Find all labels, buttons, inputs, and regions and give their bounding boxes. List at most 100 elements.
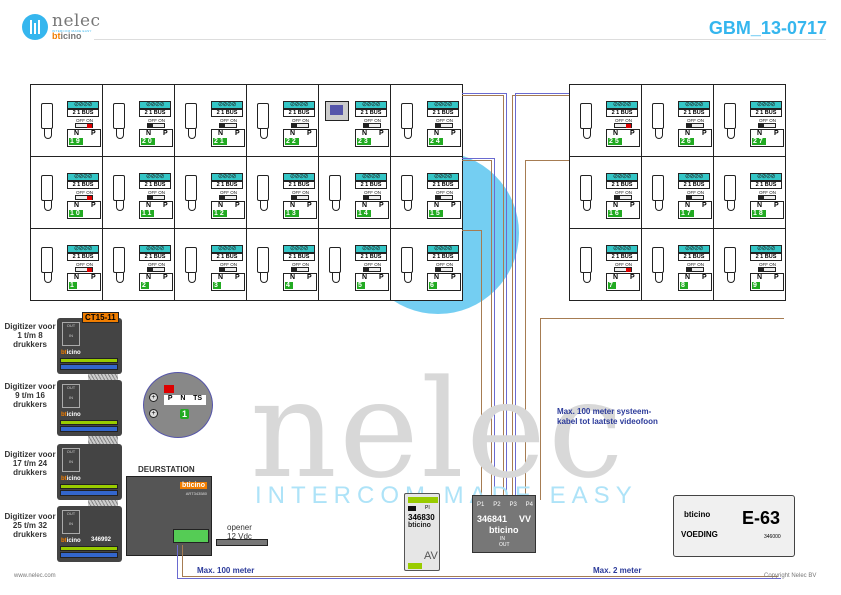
address-number: 22 [285, 138, 299, 145]
termination-switch [363, 267, 381, 272]
ct-tag: CT15-11 [82, 312, 119, 323]
termination-switch [686, 267, 704, 272]
handset-icon [113, 175, 125, 201]
cord-icon [583, 201, 591, 211]
riser-wire [462, 160, 492, 500]
address-number: 18 [752, 210, 766, 217]
handset-icon [652, 175, 664, 201]
cord-icon [116, 273, 124, 283]
bus-terminal: ⊘⊘⊘⊘ [283, 101, 315, 109]
terminal-label: 2 1 BUS [678, 181, 710, 189]
n-label: N [685, 274, 691, 281]
bus-terminal: ⊘⊘⊘⊘ [606, 173, 638, 181]
termination-switch [758, 123, 776, 128]
in-label: IN [500, 536, 505, 542]
riser-wire [515, 93, 569, 500]
bus-terminal: ⊘⊘⊘⊘ [67, 173, 99, 181]
p-label: P [774, 274, 779, 281]
termination-switch [219, 123, 237, 128]
n-label: N [74, 130, 80, 137]
switch-label: OFF ON [220, 118, 237, 123]
riser-wire [525, 160, 569, 500]
brand-logo: bticino [180, 482, 207, 489]
p-label: P [379, 274, 384, 281]
terminal-block [60, 546, 118, 551]
p-label: P [91, 130, 96, 137]
handset-icon [113, 247, 125, 273]
p-label: P [702, 202, 707, 209]
brand-logo: bticino [408, 522, 431, 529]
switch-label: OFF ON [76, 262, 93, 267]
terminal-label: 2 1 BUS [750, 181, 782, 189]
bus-terminal: ⊘⊘⊘⊘ [750, 101, 782, 109]
p-label: P [307, 130, 312, 137]
videophone-handset-icon [329, 175, 341, 201]
bus-terminal: ⊘⊘⊘⊘ [283, 245, 315, 253]
p-label: P [702, 130, 707, 137]
bus-terminal: ⊘⊘⊘⊘ [139, 245, 171, 253]
termination-switch [363, 195, 381, 200]
handset-icon [580, 103, 592, 129]
handset-icon [41, 175, 53, 201]
p-label: P [307, 274, 312, 281]
dip-switch [164, 385, 174, 393]
digitizer-label: Digitizer voor 9 t/m 16 drukkers [4, 382, 56, 409]
n-label: N [757, 274, 763, 281]
handset-icon [257, 103, 269, 129]
bus-terminal: ⊘⊘⊘⊘ [139, 173, 171, 181]
address-number: 25 [608, 138, 622, 145]
switch-label: OFF ON [687, 118, 704, 123]
p-label: P [235, 274, 240, 281]
n-label: N [613, 130, 619, 137]
riser-wire [462, 230, 482, 500]
termination-switch [75, 123, 93, 128]
cord-icon [260, 129, 268, 139]
switch-label: OFF ON [292, 190, 309, 195]
bus-terminal: ⊘⊘⊘⊘ [678, 101, 710, 109]
termination-switch [75, 267, 93, 272]
cord-icon [583, 129, 591, 139]
terminal-label: 2 1 BUS [139, 181, 171, 189]
cord-icon [44, 201, 52, 211]
riser-wire [462, 95, 504, 500]
switch-label: OFF ON [220, 190, 237, 195]
handset-icon [185, 103, 197, 129]
terminal-label: 2 1 BUS [139, 109, 171, 117]
termination-switch [435, 195, 453, 200]
switch-label: OFF ON [759, 262, 776, 267]
bus-terminal: ⊘⊘⊘⊘ [355, 101, 387, 109]
logo-brand: nelec [52, 11, 101, 31]
address-number: 15 [429, 210, 443, 217]
bus-terminal: ⊘⊘⊘⊘ [211, 173, 243, 181]
terminal-label: 2 1 BUS [211, 109, 243, 117]
p-label: P [163, 130, 168, 137]
digitizer-label: Digitizer voor 1 t/m 8 drukkers [4, 322, 56, 349]
terminal-block [60, 484, 118, 489]
switch-label: OFF ON [76, 190, 93, 195]
termination-switch [147, 267, 165, 272]
terminal-block [60, 358, 118, 363]
button-terminals [60, 490, 118, 496]
cord-icon [116, 201, 124, 211]
address-number: 8 [680, 282, 688, 289]
cord-icon [188, 273, 196, 283]
p-label: P [91, 202, 96, 209]
cord-icon [188, 201, 196, 211]
button-terminals [60, 552, 118, 558]
